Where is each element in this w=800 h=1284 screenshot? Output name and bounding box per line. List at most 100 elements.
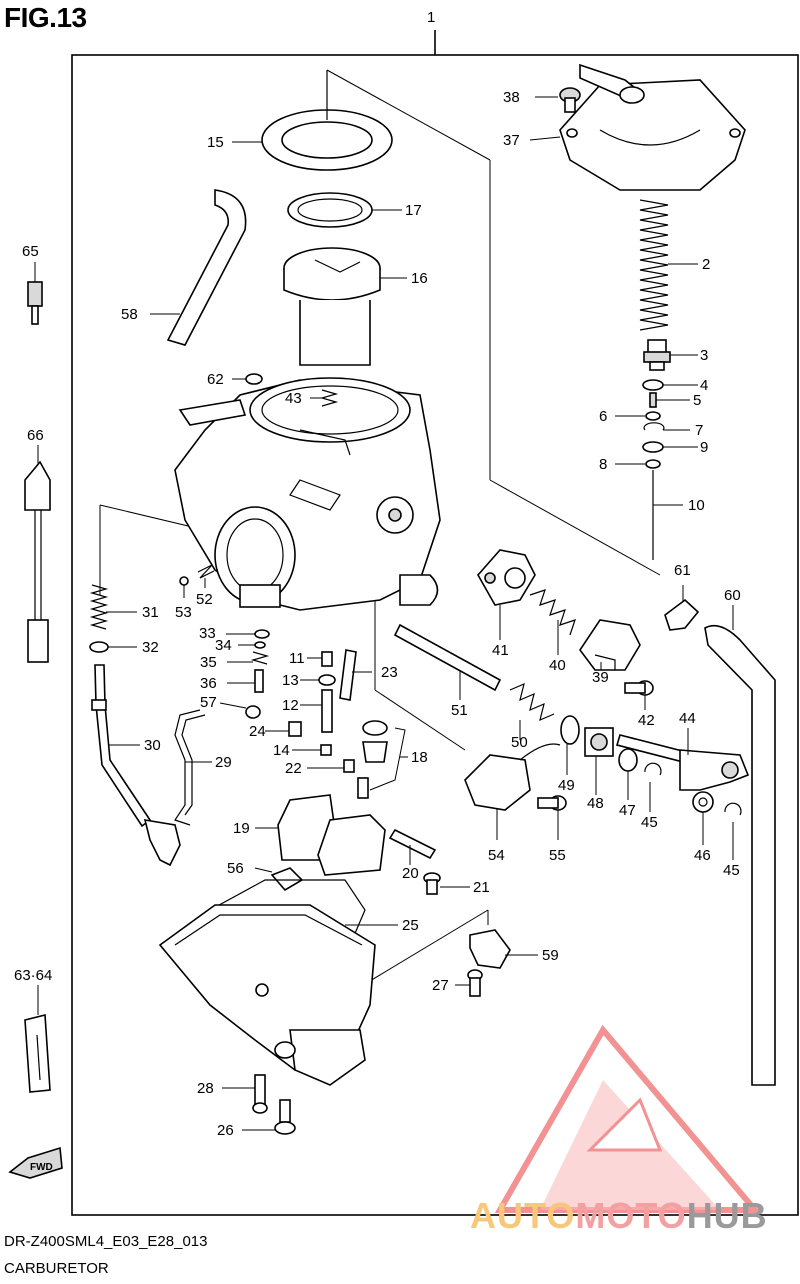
callout-50: 50 <box>511 734 528 751</box>
part-65-connector <box>27 262 43 325</box>
parts-4-9-washers-clips <box>615 379 698 469</box>
callout-17: 17 <box>405 202 422 219</box>
jets-and-screws <box>265 649 372 773</box>
callout-6: 6 <box>599 408 607 425</box>
callout-30: 30 <box>144 737 161 754</box>
parts-31-36-pilot-screw-set <box>89 584 270 693</box>
callout-32: 32 <box>142 639 159 656</box>
callout-54: 54 <box>488 847 505 864</box>
watermark-moto: MOTO <box>575 1195 687 1236</box>
callout-41: 41 <box>492 642 509 659</box>
part-40-spring <box>529 589 576 655</box>
part-21-screw <box>423 872 470 895</box>
callout-31: 31 <box>142 604 159 621</box>
part-56-clip <box>254 867 304 892</box>
callout-53: 53 <box>175 604 192 621</box>
callout-42: 42 <box>638 712 655 729</box>
callout-3: 3 <box>700 347 708 364</box>
part-50-spring <box>509 682 555 740</box>
callout-28: 28 <box>197 1080 214 1097</box>
watermark-text: AUTOMOTOHUB <box>470 1195 768 1237</box>
callout-21: 21 <box>473 879 490 896</box>
callout-65: 65 <box>22 243 39 260</box>
callout-63-64: 63·64 <box>14 967 52 984</box>
callout-4: 4 <box>700 377 708 394</box>
part-17-ring <box>287 192 402 228</box>
part-55-screw <box>537 795 567 840</box>
callout-29: 29 <box>215 754 232 771</box>
callout-10: 10 <box>688 497 705 514</box>
callout-7: 7 <box>695 422 703 439</box>
callout-40: 40 <box>549 657 566 674</box>
callout-55: 55 <box>549 847 566 864</box>
part-61-clip <box>664 585 700 631</box>
part-51-throttle-shaft <box>393 623 502 700</box>
part-2-spring <box>639 199 698 331</box>
callout-52: 52 <box>196 591 213 608</box>
callout-39: 39 <box>592 669 609 686</box>
part-42-screw <box>624 680 654 710</box>
part-20-float-pin <box>388 828 437 865</box>
part-48-bushing <box>584 727 614 795</box>
figure-model-code: DR-Z400SML4_E03_E28_013 <box>4 1233 208 1250</box>
callout-19: 19 <box>233 820 250 837</box>
callout-14: 14 <box>273 742 290 759</box>
callout-46: 46 <box>694 847 711 864</box>
callout-47: 47 <box>619 802 636 819</box>
part-41-cover-plate <box>477 549 536 640</box>
callout-66: 66 <box>27 427 44 444</box>
callout-26: 26 <box>217 1122 234 1139</box>
part-15-diaphragm <box>232 70 393 171</box>
part-43-spring <box>310 389 339 407</box>
parts-26-28-screws <box>222 1074 296 1135</box>
callout-51: 51 <box>451 702 468 719</box>
part-39-throttle-cover <box>579 619 641 671</box>
part-62-o-ring <box>232 373 263 385</box>
callout-44: 44 <box>679 710 696 727</box>
figure-title: FIG.13 <box>4 2 87 33</box>
callout-49: 49 <box>558 777 575 794</box>
callout-58: 58 <box>121 306 138 323</box>
callout-48: 48 <box>587 795 604 812</box>
callout-62: 62 <box>207 371 224 388</box>
fwd-arrow: FWD <box>8 1146 63 1179</box>
part-10-jet-needle <box>652 470 683 560</box>
part-58-vent-tube <box>150 189 247 346</box>
callout-34: 34 <box>215 637 232 654</box>
part-38-screw <box>535 87 581 113</box>
callout-22: 22 <box>285 760 302 777</box>
part-16-piston-valve <box>283 247 407 366</box>
callout-5: 5 <box>693 392 701 409</box>
part-66-harness <box>24 445 51 663</box>
callout-12: 12 <box>282 697 299 714</box>
callout-15: 15 <box>207 134 224 151</box>
callout-18: 18 <box>411 749 428 766</box>
callout-37: 37 <box>503 132 520 149</box>
assembly-frame <box>71 30 799 1216</box>
watermark-logo-triangle <box>494 1024 762 1213</box>
part-30-cable <box>91 664 181 867</box>
callout-9: 9 <box>700 439 708 456</box>
part-60-hose <box>704 605 776 1086</box>
callout-45b: 45 <box>723 862 740 879</box>
callout-2: 2 <box>702 256 710 273</box>
callout-8: 8 <box>599 456 607 473</box>
callout-60: 60 <box>724 587 741 604</box>
fwd-label: FWD <box>30 1162 53 1173</box>
callout-25: 25 <box>402 917 419 934</box>
callout-43: 43 <box>285 390 302 407</box>
part-44-throttle-lever <box>615 728 750 791</box>
part-59-bracket <box>469 929 538 969</box>
part-37-top-cover <box>529 63 746 191</box>
parts-52-53-small-parts <box>179 564 215 598</box>
part-63-64-strap <box>24 985 51 1093</box>
part-18-float-valve <box>357 720 408 799</box>
callout-35: 35 <box>200 654 217 671</box>
part-57-plug <box>219 702 261 719</box>
callout-27: 27 <box>432 977 449 994</box>
callout-11: 11 <box>289 650 305 667</box>
callout-36: 36 <box>200 675 217 692</box>
callout-20: 20 <box>402 865 419 882</box>
callout-45a: 45 <box>641 814 658 831</box>
